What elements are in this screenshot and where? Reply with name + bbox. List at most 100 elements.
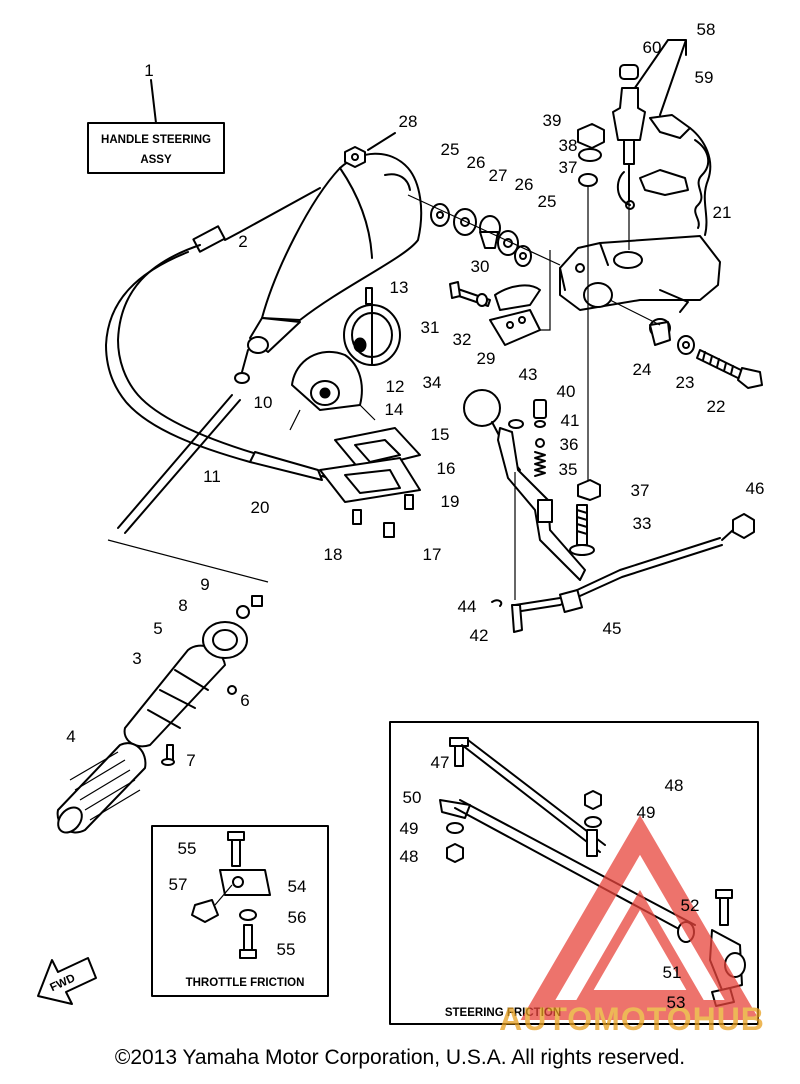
washer-part-23 — [677, 335, 695, 355]
pivot-bolt-part-33 — [569, 504, 595, 556]
part-number-label: 43 — [519, 365, 538, 384]
part-number-label: 11 — [203, 467, 221, 486]
nut-stack-part-37-38-39 — [577, 123, 605, 490]
copyright-footer: ©2013 Yamaha Motor Corporation, U.S.A. A… — [114, 1046, 686, 1069]
shift-arm-part — [497, 427, 586, 581]
rod-part-11 — [107, 394, 269, 583]
exploded-parts-diagram: HANDLE STEERING ASSY — [37, 20, 765, 1037]
part-number-label: 25 — [441, 140, 460, 159]
title-box-line-1: HANDLE STEERING — [101, 134, 211, 146]
part-number-label: 16 — [437, 459, 456, 478]
bushing-part-24 — [649, 318, 671, 346]
nut-part-28 — [344, 132, 396, 168]
part-number-label: 52 — [681, 896, 700, 915]
part-number-label: 18 — [324, 545, 343, 564]
part-number-label: 5 — [153, 619, 162, 638]
bolt-part-22 — [696, 349, 763, 389]
part-number-label: 1 — [144, 61, 153, 80]
part-number-label: 23 — [676, 373, 695, 392]
part-number-label: 49 — [400, 819, 419, 838]
title-box-line-2: ASSY — [140, 154, 172, 166]
part-number-label: 48 — [400, 847, 419, 866]
steering-bracket-part-21 — [559, 235, 721, 313]
part-number-label: 15 — [431, 425, 450, 444]
part-number-label: 54 — [288, 877, 307, 896]
part-number-label: 22 — [707, 397, 726, 416]
part-number-label: 48 — [665, 776, 684, 795]
collar-part-5 — [202, 621, 248, 659]
throttle-cable-part — [105, 187, 321, 463]
bracket-plate-part-16 — [319, 457, 421, 503]
part-number-label: 41 — [561, 411, 580, 430]
joint-part-42-44 — [491, 472, 523, 633]
throttle-shaft-part-3 — [123, 644, 226, 748]
throttle-friction-inset: THROTTLE FRICTION — [151, 825, 329, 997]
part-number-label: 51 — [663, 963, 682, 982]
part-number-label: 60 — [643, 38, 662, 57]
part-number-label: 9 — [200, 575, 209, 594]
part-number-label: 13 — [390, 278, 409, 297]
washer-stack-25-26-27 — [407, 194, 561, 267]
screws-part-17-18-19 — [352, 494, 414, 538]
washer-part-10 — [234, 372, 250, 384]
part-number-label: 19 — [441, 492, 460, 511]
part-number-label: 29 — [477, 349, 496, 368]
part-number-label: 20 — [251, 498, 270, 517]
spring-detent-part-35-36-40-41-43 — [508, 399, 547, 477]
part-number-label: 49 — [637, 803, 656, 822]
part-number-label: 59 — [695, 68, 714, 87]
part-number-label: 17 — [423, 545, 442, 564]
title-box-handle-steering: HANDLE STEERING ASSY — [87, 79, 225, 174]
bolt-axis-line — [609, 299, 661, 326]
part-number-label: 37 — [559, 158, 578, 177]
throttle-friction-label: THROTTLE FRICTION — [186, 977, 305, 989]
part-number-label: 10 — [254, 393, 273, 412]
part-number-label: 55 — [178, 839, 197, 858]
part-number-label: 32 — [453, 330, 472, 349]
gear-pulley-part-12 — [343, 304, 401, 366]
watermark-brand-text: AUTOMOTOHUB — [499, 1001, 765, 1037]
handle-housing-part — [241, 152, 423, 373]
part-number-label: 33 — [633, 514, 652, 533]
part-number-label: 56 — [288, 908, 307, 927]
kill-switch-part-58-60-59 — [612, 39, 712, 250]
washer-part-32 — [476, 293, 488, 307]
grip-part-4 — [56, 742, 147, 834]
friction-plate-part-29 — [489, 250, 551, 346]
pin-part-13 — [365, 287, 373, 305]
part-number-label: 46 — [746, 479, 765, 498]
fwd-arrow-icon: FWD — [37, 957, 97, 1005]
part-number-label: 39 — [543, 111, 562, 130]
part-number-label: 21 — [713, 203, 732, 222]
part-number-label: 34 — [423, 373, 442, 392]
part-number-label: 37 — [631, 481, 650, 500]
part-number-label: 28 — [399, 112, 418, 131]
part-number-label: 58 — [697, 20, 716, 39]
part-number-label: 27 — [489, 166, 508, 185]
part-number-label: 26 — [467, 153, 486, 172]
part-number-label: 7 — [186, 751, 195, 770]
part-number-label: 25 — [538, 192, 557, 211]
part-number-label: 24 — [633, 360, 652, 379]
part-number-label: 8 — [178, 596, 187, 615]
part-number-label: 35 — [559, 460, 578, 479]
part-number-label: 57 — [169, 875, 188, 894]
part-number-labels: 2345678910111213141516171819202122232425… — [66, 20, 764, 1012]
nut-part-37-lower — [577, 479, 601, 501]
part-number-label: 14 — [385, 400, 404, 419]
throttle-cam-part-14 — [289, 350, 376, 431]
part-number-label: 3 — [132, 649, 141, 668]
part-number-label: 44 — [458, 597, 477, 616]
part-number-label: 53 — [667, 993, 686, 1012]
part-number-label: 4 — [66, 727, 75, 746]
watermark-logo: AUTOMOTOHUB — [499, 815, 765, 1037]
part-number-label: 2 — [238, 232, 247, 251]
part-number-label: 38 — [559, 136, 578, 155]
part-number-label: 26 — [515, 175, 534, 194]
part-number-label: 50 — [403, 788, 422, 807]
part-number-label: 36 — [560, 435, 579, 454]
part-number-label: 47 — [431, 753, 450, 772]
part-number-label: 42 — [470, 626, 489, 645]
part-number-label: 55 — [277, 940, 296, 959]
